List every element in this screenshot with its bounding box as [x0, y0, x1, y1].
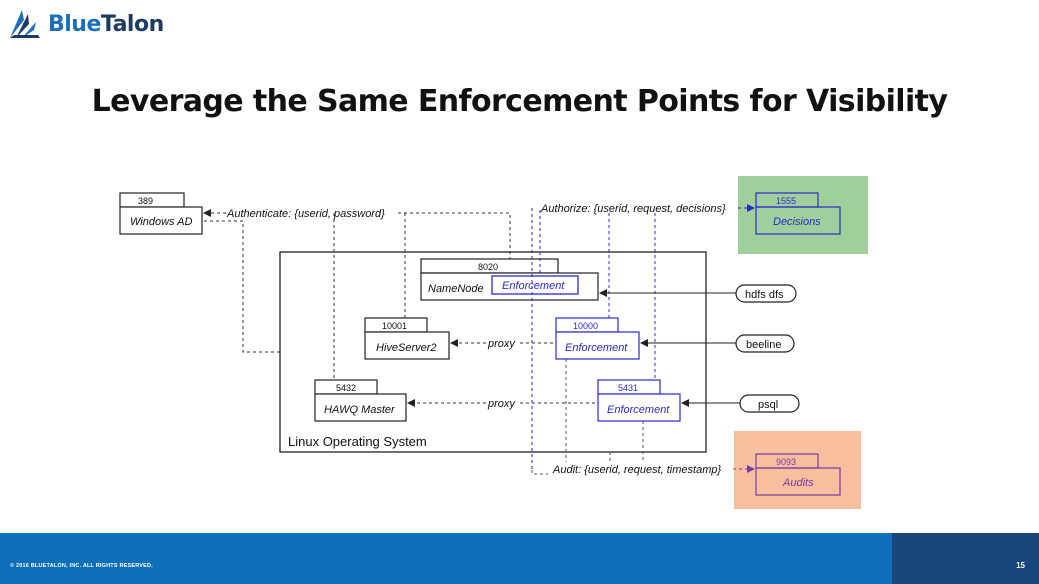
- audits-label: Audits: [782, 477, 814, 489]
- talon-logo-icon: [10, 10, 40, 38]
- decisions-port: 1555: [776, 196, 796, 206]
- hawq-box: [314, 393, 407, 422]
- decisions-label: Decisions: [773, 216, 821, 228]
- decisions-highlight: [738, 176, 868, 254]
- decisions-box: [755, 206, 841, 235]
- hawq-enforcement-port: 5431: [618, 383, 638, 393]
- audits-port: 9093: [776, 457, 796, 467]
- hawq-enforcement-label: Enforcement: [607, 404, 670, 416]
- footer-bar: © 2016 BLUETALON, INC. ALL RIGHTS RESERV…: [0, 533, 1039, 584]
- namenode-port: 8020: [478, 262, 498, 272]
- brand-name-talon: Talon: [100, 11, 164, 37]
- brand-name-blue: Blue: [48, 11, 101, 37]
- hawq-port: 5432: [336, 383, 356, 393]
- authenticate-lines: [202, 212, 511, 380]
- brand-name: BlueTalon: [48, 12, 164, 37]
- hiveserver-box: [364, 331, 450, 360]
- namenode-label: NameNode: [428, 283, 484, 295]
- audit-label: Audit: {userid, request, timestamp}: [552, 464, 721, 476]
- hawq-proxy-label: proxy: [487, 398, 516, 410]
- hive-enforcement-port: 10000: [573, 321, 598, 331]
- audit-lines: [531, 359, 644, 475]
- authenticate-label: Authenticate: {userid, password}: [226, 208, 385, 220]
- namenode-enforcement-box: [491, 275, 579, 295]
- audits-highlight: [734, 431, 861, 509]
- hive-enforcement-box: [555, 331, 640, 360]
- windows-ad-label: Windows AD: [130, 216, 193, 228]
- hive-enforcement-label: Enforcement: [565, 342, 628, 354]
- windows-ad-port: 389: [138, 196, 153, 206]
- hiveserver-port: 10001: [382, 321, 407, 331]
- slide-title: Leverage the Same Enforcement Points for…: [91, 84, 948, 119]
- namenode-enforcement-label: Enforcement: [502, 280, 565, 292]
- hive-proxy-label: proxy: [487, 338, 516, 350]
- psql-client-label: psql: [758, 399, 778, 411]
- windows-ad-box: [119, 206, 203, 235]
- architecture-diagram: Linux Operating System 389 Windows AD 80…: [119, 176, 868, 509]
- copyright-text: © 2016 BLUETALON, INC. ALL RIGHTS RESERV…: [10, 563, 153, 569]
- authorize-lines: [531, 208, 656, 470]
- hiveserver-label: HiveServer2: [376, 342, 437, 354]
- os-label: Linux Operating System: [288, 434, 427, 449]
- authorize-label: Authorize: {userid, request, decisions}: [540, 203, 726, 215]
- audits-box: [755, 467, 841, 496]
- footer-accent-block: [892, 533, 1039, 584]
- hawq-enforcement-box: [597, 393, 681, 422]
- hawq-label: HAWQ Master: [324, 404, 396, 416]
- beeline-client-label: beeline: [746, 339, 781, 351]
- bluetalon-logo: BlueTalon: [8, 6, 164, 42]
- page-number: 15: [1016, 561, 1025, 570]
- hdfs-client-label: hdfs dfs: [745, 289, 784, 301]
